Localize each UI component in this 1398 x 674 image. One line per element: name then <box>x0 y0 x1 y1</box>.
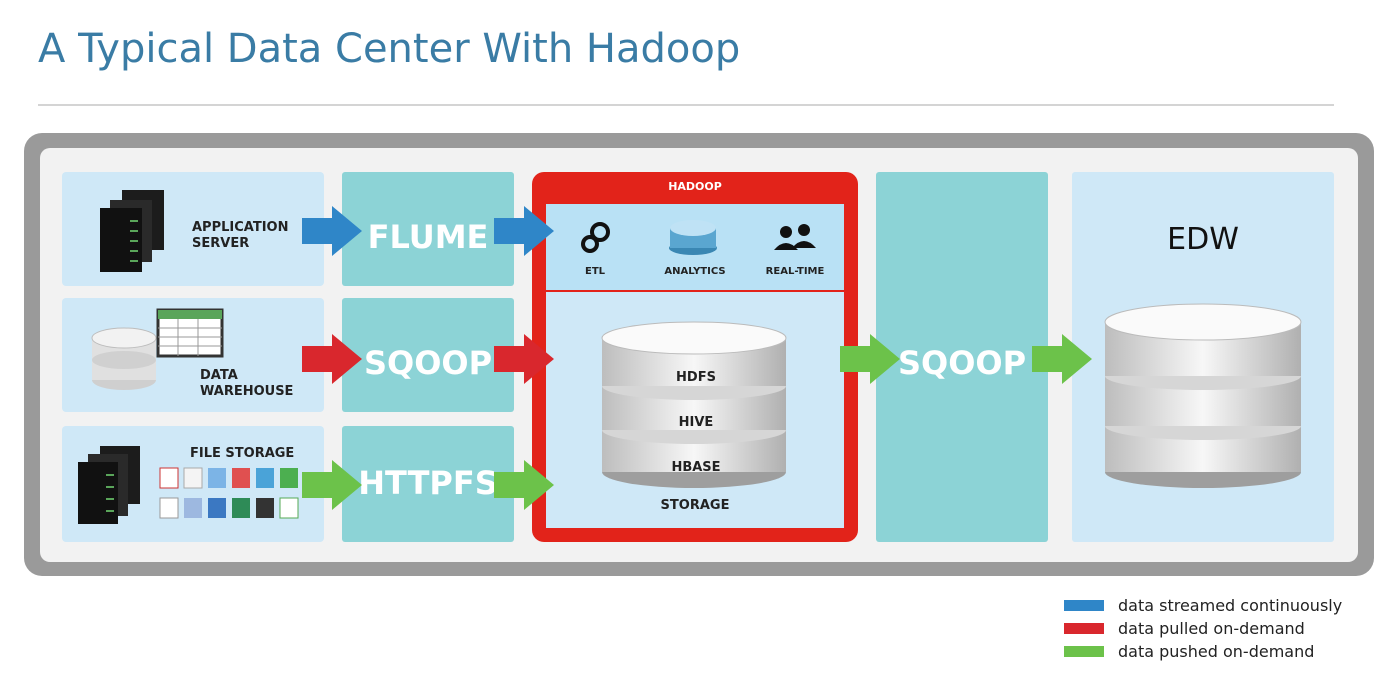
pull-arrow-sqoop-to-hadoop <box>494 334 554 384</box>
stream-arrow-flume-to-hadoop <box>494 206 554 256</box>
hive-label: HIVE <box>678 415 714 430</box>
edw-database-icon <box>1104 303 1302 488</box>
sqoop-export-panel <box>876 172 1048 542</box>
etl-label: ETL <box>584 266 606 277</box>
push-arrow-httpfs-to-hadoop <box>494 460 554 510</box>
file-types-icon <box>159 467 299 519</box>
sqoop-import-panel <box>342 298 514 412</box>
legend-label-stream: data streamed continuously <box>1118 596 1343 615</box>
push-arrow-files-to-httpfs <box>302 460 362 510</box>
database-spreadsheet-icon <box>91 308 224 390</box>
sqoop-export-label: SQOOP <box>897 344 1027 382</box>
server-rack-icon <box>100 190 164 272</box>
httpfs-label: HTTPFS <box>358 464 498 502</box>
real-time-users-icon <box>774 224 816 250</box>
page-title: A Typical Data Center With Hadoop <box>38 26 741 72</box>
flume-label: FLUME <box>367 218 489 256</box>
legend-swatch-pull <box>1064 623 1104 634</box>
stream-arrow-app-to-flume <box>302 206 362 256</box>
analytics-label: ANALYTICS <box>664 266 726 277</box>
flume-panel <box>342 172 514 286</box>
push-arrow-sqoop-to-edw <box>1032 334 1092 384</box>
real-time-label: REAL-TIME <box>765 266 825 277</box>
edw-label: EDW <box>1167 222 1239 257</box>
hdfs-label: HDFS <box>676 370 716 385</box>
legend-swatch-stream <box>1064 600 1104 611</box>
file-storage-label: FILE STORAGE <box>190 446 295 461</box>
data-warehouse-label: DATA WAREHOUSE <box>200 368 294 399</box>
legend-label-pull: data pulled on-demand <box>1118 619 1305 638</box>
sqoop-import-label: SQOOP <box>363 344 493 382</box>
push-arrow-hadoop-to-sqoop <box>840 334 900 384</box>
etl-gears-icon <box>581 222 610 253</box>
hbase-label: HBASE <box>671 460 721 475</box>
hadoop-title: HADOOP <box>668 180 722 193</box>
analytics-icon <box>669 220 717 255</box>
httpfs-panel <box>342 426 514 542</box>
legend-label-push: data pushed on-demand <box>1118 642 1315 661</box>
legend-swatch-push <box>1064 646 1104 657</box>
title-divider <box>38 104 1334 106</box>
file-server-icon <box>78 446 140 524</box>
pull-arrow-warehouse-to-sqoop <box>302 334 362 384</box>
storage-label: STORAGE <box>660 498 730 513</box>
hdfs-storage-stack <box>601 321 787 488</box>
application-server-label: APPLICATION SERVER <box>192 220 289 251</box>
